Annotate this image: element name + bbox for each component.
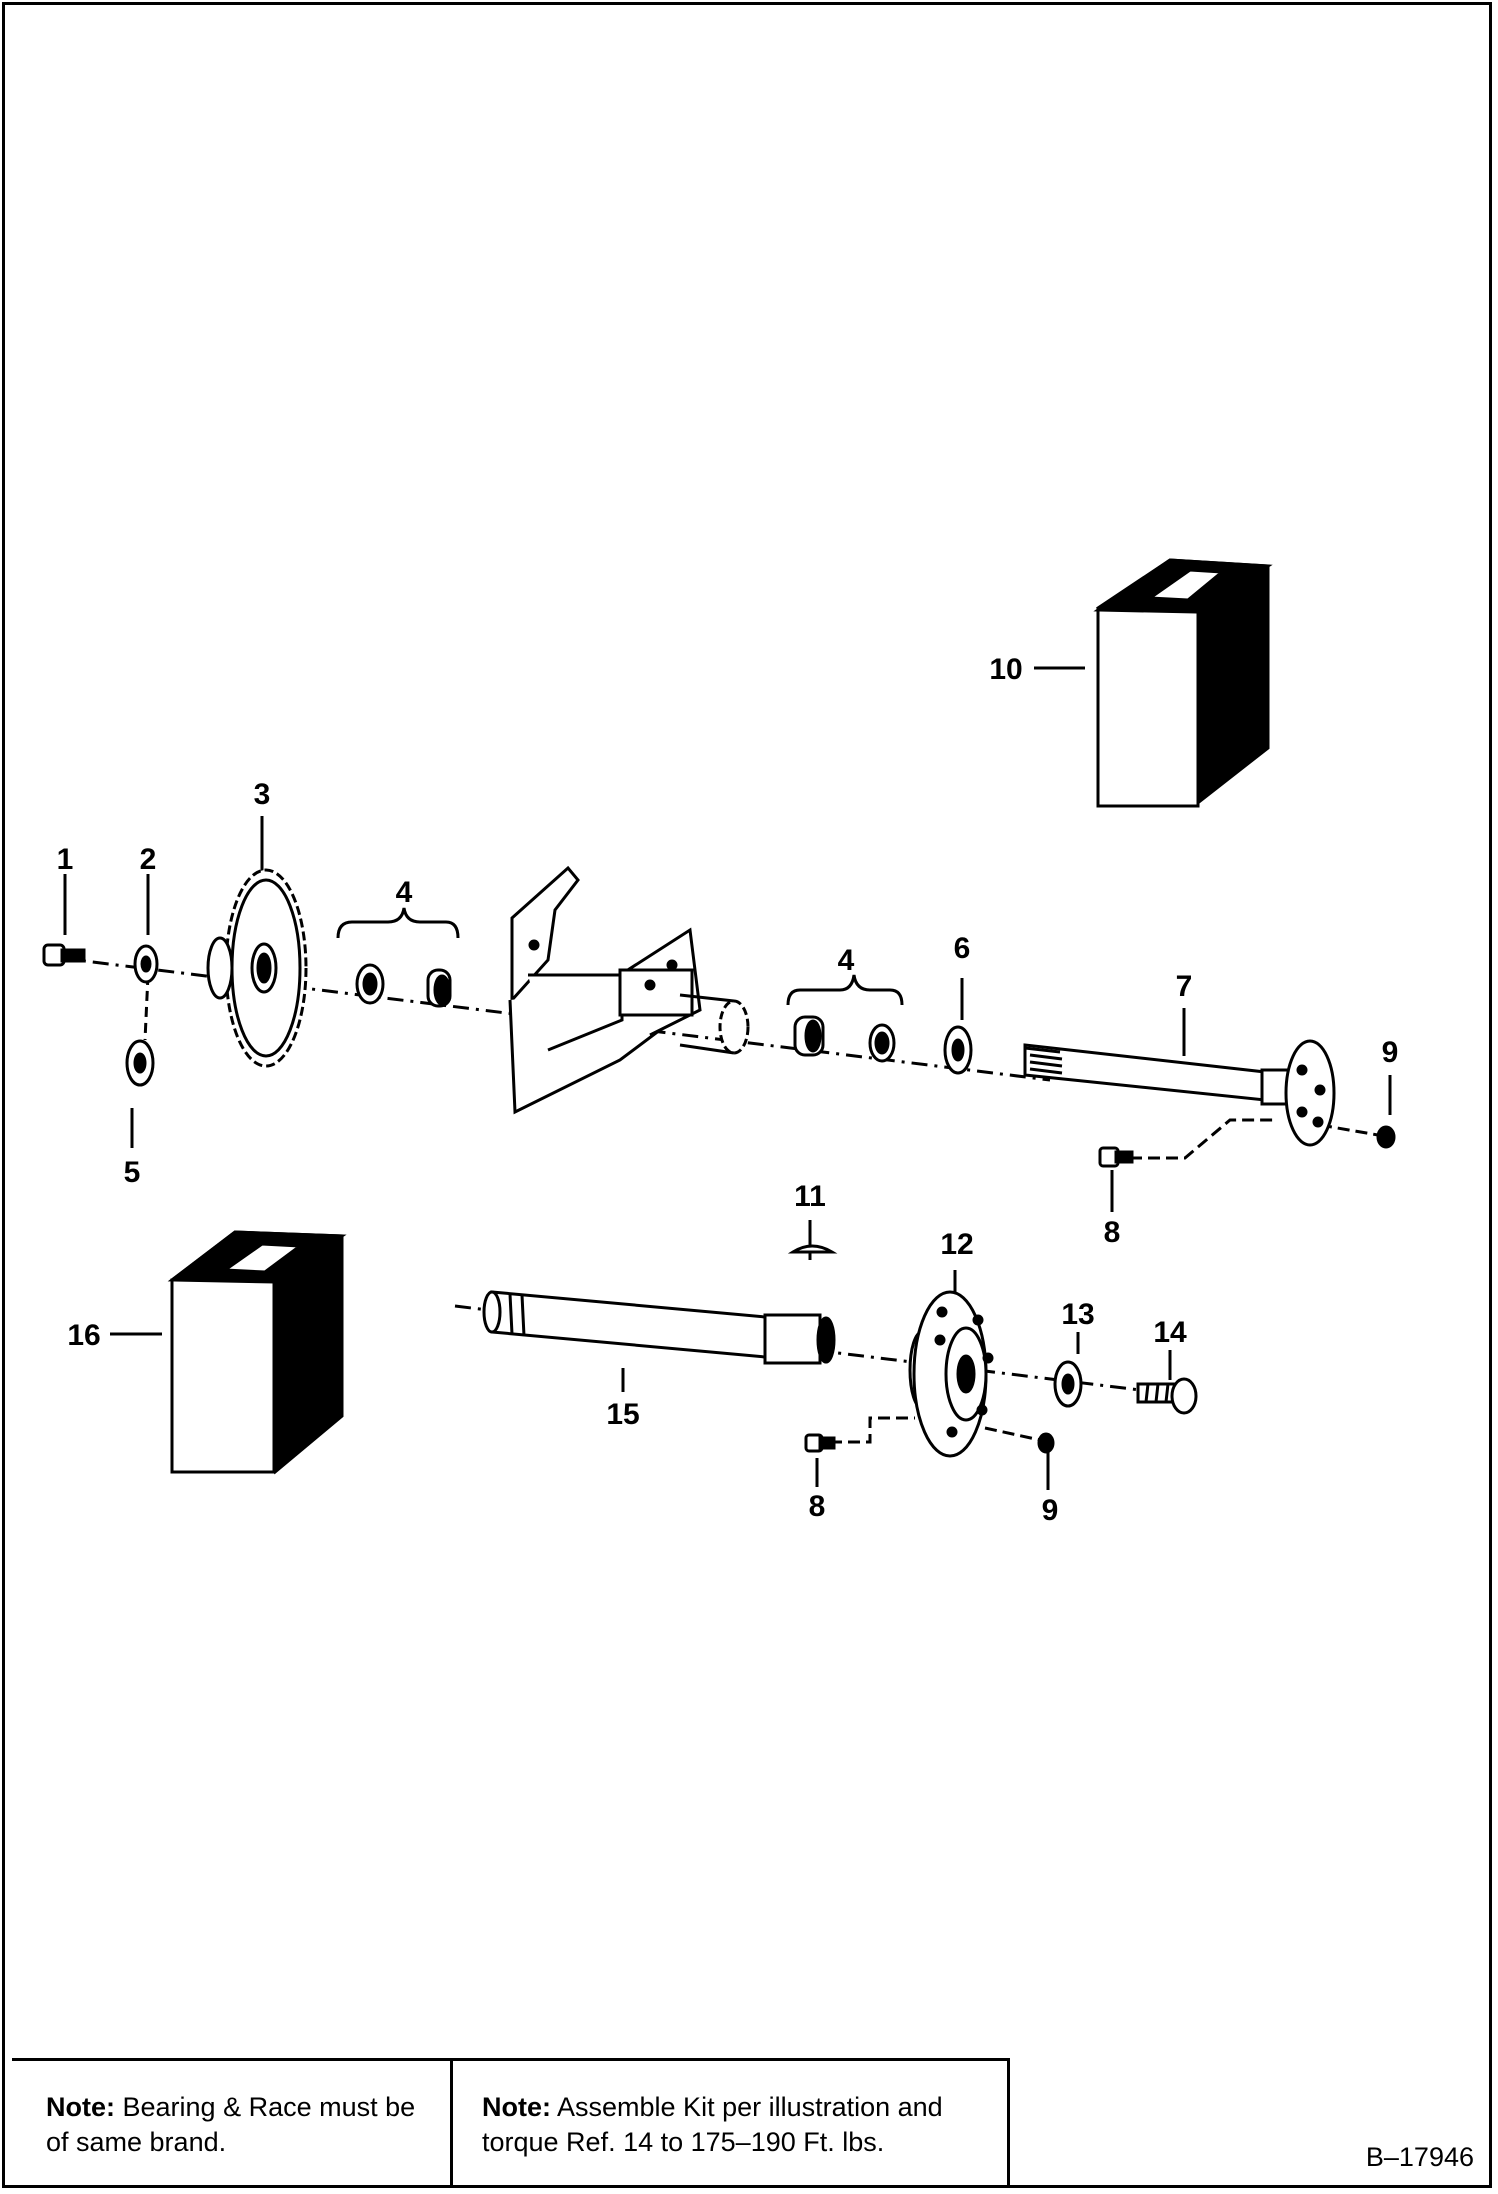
note-bearing-race: Note: Bearing & Race must be of same bra… bbox=[12, 2061, 453, 2187]
drawing-number: B–17946 bbox=[1365, 2142, 1474, 2172]
callout-10: 10 bbox=[989, 653, 1022, 686]
callout-2: 2 bbox=[140, 843, 157, 876]
wheel-bolt-part-8b bbox=[804, 1433, 836, 1453]
axle-housing-bracket bbox=[508, 865, 750, 1115]
callout-9-upper: 9 bbox=[1382, 1036, 1399, 1069]
wheel-bolt-part-8a bbox=[1098, 1146, 1134, 1168]
callout-6: 6 bbox=[954, 932, 971, 965]
bearing-cone-part-4a bbox=[355, 963, 385, 1005]
callout-1: 1 bbox=[57, 843, 74, 876]
washer-part-5 bbox=[125, 1039, 155, 1087]
bearing-race-part-4a bbox=[426, 968, 452, 1008]
callout-13: 13 bbox=[1061, 1298, 1094, 1331]
center-line-nut9-lower bbox=[984, 1426, 1041, 1442]
seal-part-6 bbox=[943, 1025, 973, 1075]
note-label: Note: bbox=[482, 2092, 551, 2122]
callout-5: 5 bbox=[124, 1156, 141, 1189]
note-text: Assemble Kit per illustration and torque… bbox=[482, 2092, 943, 2157]
washer-part-13 bbox=[1053, 1360, 1083, 1408]
bolt-part-1 bbox=[42, 943, 86, 967]
bolt-part-14 bbox=[1136, 1377, 1198, 1415]
woodruff-key-part-11 bbox=[787, 1244, 838, 1254]
wheel-nut-part-9a bbox=[1376, 1125, 1396, 1149]
kit-box-part-10 bbox=[1093, 558, 1273, 808]
axle-shaft-part-7 bbox=[1023, 1039, 1336, 1147]
callout-9-lower: 9 bbox=[1042, 1494, 1059, 1527]
callout-15: 15 bbox=[606, 1398, 639, 1431]
callout-8-upper: 8 bbox=[1104, 1216, 1121, 1249]
note-text: Bearing & Race must be of same brand. bbox=[46, 2092, 416, 2157]
center-line-bolt8-lower bbox=[830, 1416, 915, 1444]
note-label: Note: bbox=[46, 2092, 115, 2122]
wheel-nut-part-9b bbox=[1037, 1432, 1055, 1454]
bearing-cone-part-4b bbox=[868, 1023, 896, 1063]
callout-3: 3 bbox=[254, 778, 271, 811]
kit-box-part-16 bbox=[167, 1230, 347, 1475]
callout-11: 11 bbox=[794, 1180, 826, 1213]
center-line-bolt8-to-axle bbox=[1130, 1118, 1275, 1160]
callout-12: 12 bbox=[940, 1228, 973, 1261]
notes-table: Note: Bearing & Race must be of same bra… bbox=[12, 2058, 1010, 2187]
shaft-part-15 bbox=[482, 1290, 836, 1365]
center-line-washer-down bbox=[143, 974, 150, 1041]
sprocket-part-3 bbox=[206, 868, 308, 1068]
brace-4b bbox=[786, 974, 904, 1006]
hub-part-12 bbox=[908, 1290, 994, 1458]
note-assemble-kit: Note: Assemble Kit per illustration and … bbox=[453, 2061, 1007, 2187]
callout-14: 14 bbox=[1153, 1316, 1187, 1349]
brace-4a bbox=[336, 907, 460, 939]
callout-16: 16 bbox=[67, 1319, 100, 1352]
washer-part-2 bbox=[133, 944, 159, 984]
callout-8-lower: 8 bbox=[809, 1490, 826, 1523]
callout-4-right: 4 bbox=[838, 944, 855, 977]
callout-4-left: 4 bbox=[396, 876, 413, 909]
bearing-race-part-4b bbox=[793, 1015, 825, 1057]
callout-7: 7 bbox=[1176, 970, 1193, 1003]
